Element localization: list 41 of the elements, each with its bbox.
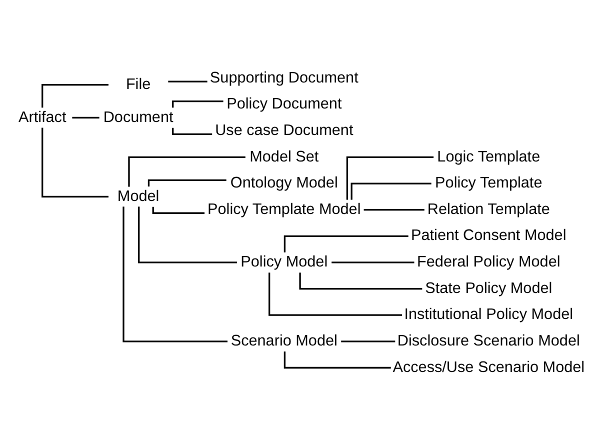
- node-text: Relation Template: [427, 200, 550, 218]
- node-text: State Policy Model: [425, 279, 552, 296]
- connector: [72, 116, 100, 118]
- node-text: File: [126, 75, 151, 92]
- node-text: Logic Template: [437, 148, 540, 165]
- node-text: Ontology Model: [230, 174, 338, 192]
- connector: [341, 340, 396, 342]
- connector: [284, 351, 391, 368]
- node-text: Model Set: [250, 148, 319, 165]
- connector: [42, 84, 108, 108]
- connector: [148, 178, 226, 186]
- connector: [42, 127, 108, 197]
- node-text: Federal Policy Model: [417, 253, 560, 270]
- connector: [122, 206, 228, 342]
- connector: [299, 272, 422, 290]
- connector: [172, 127, 212, 134]
- node-text: Policy Model: [240, 253, 328, 270]
- node-text: Policy Template Model: [208, 200, 361, 218]
- connector: [152, 206, 205, 214]
- connector: [364, 208, 424, 210]
- node-text: Access/Use Scenario Model: [392, 358, 585, 376]
- connector: [284, 234, 408, 252]
- node-text: Disclosure Scenario Model: [397, 332, 580, 349]
- node-text: Patient Consent Model: [411, 226, 566, 244]
- connector: [346, 156, 434, 200]
- connector: [172, 100, 224, 108]
- node-text: Policy Template: [435, 174, 542, 192]
- node-text: Model: [117, 187, 160, 204]
- connector: [168, 80, 208, 82]
- node-text: Scenario Model: [230, 332, 338, 349]
- node-text: Institutional Policy Model: [404, 306, 574, 323]
- node-text: Supporting Document: [210, 68, 358, 86]
- connector: [350, 182, 432, 200]
- node-text: Artifact: [18, 108, 66, 126]
- node-text: Policy Document: [226, 95, 342, 112]
- connector: [138, 206, 237, 263]
- node-text: Use case Document: [215, 121, 354, 138]
- connector: [268, 272, 402, 316]
- node-text: Document: [103, 108, 174, 126]
- connector: [332, 261, 414, 263]
- connector: [128, 156, 246, 186]
